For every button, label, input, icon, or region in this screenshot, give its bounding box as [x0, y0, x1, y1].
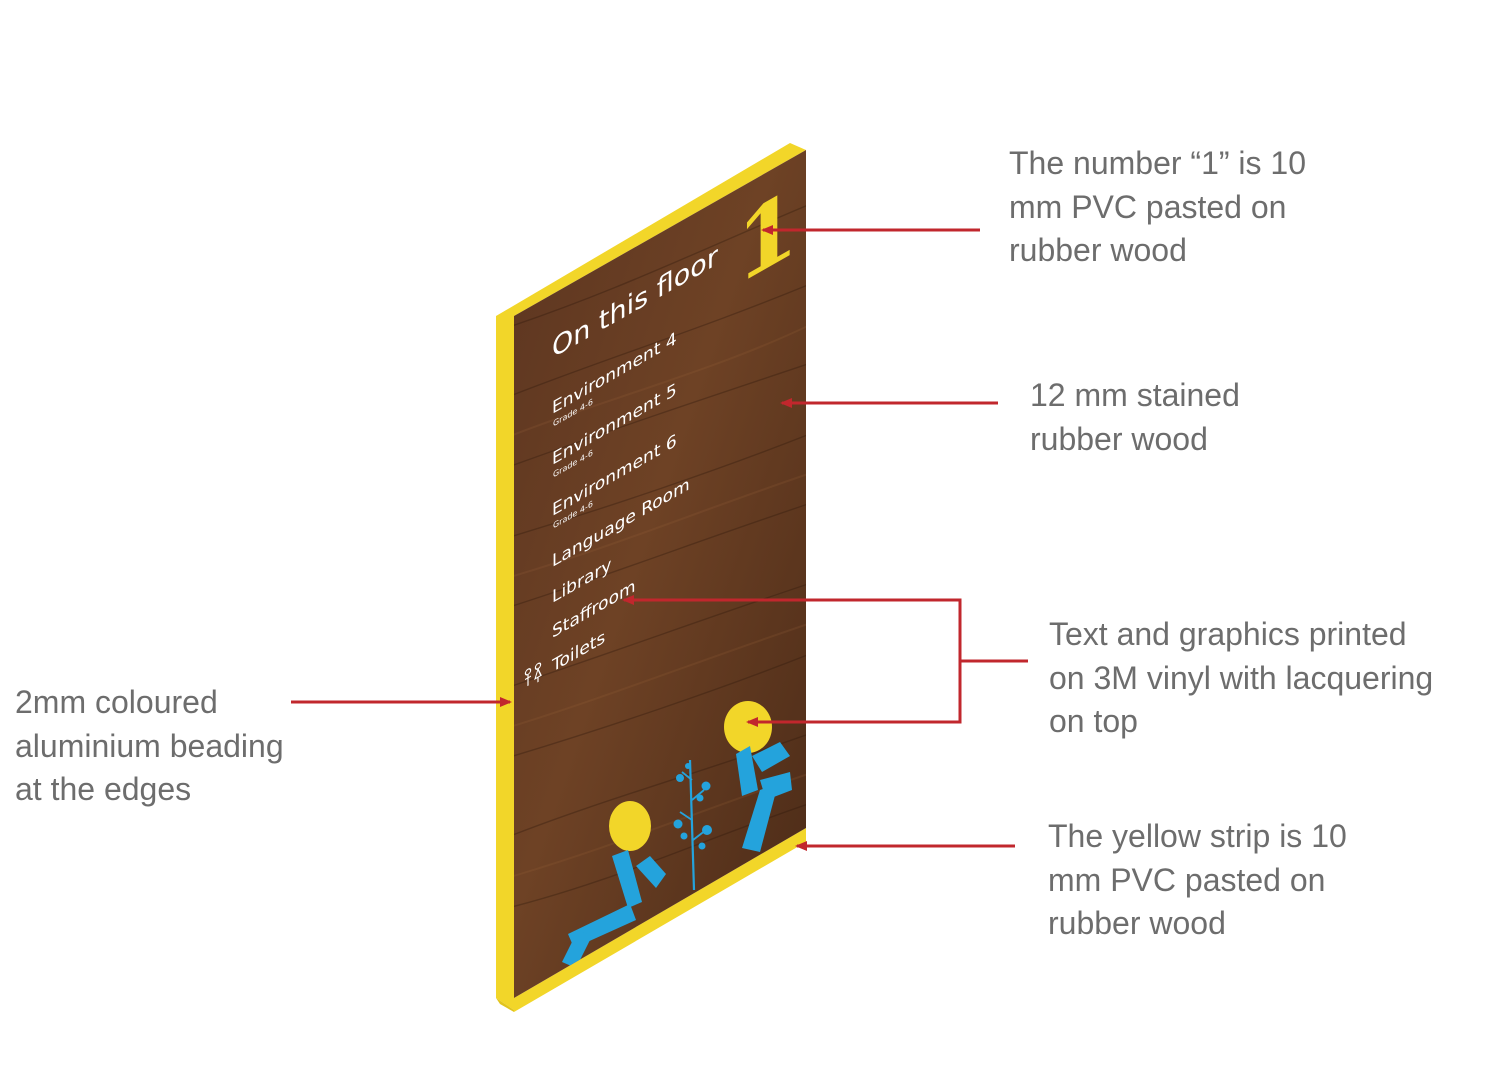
callout-line: on top	[1049, 703, 1138, 739]
callout-line: 2mm coloured	[15, 684, 218, 720]
callout-beading: 2mm coloured aluminium beading at the ed…	[15, 681, 284, 812]
callout-line: mm PVC pasted on	[1048, 861, 1326, 898]
child-figure-icon	[724, 701, 792, 852]
callout-line: aluminium beading	[15, 727, 284, 764]
aluminium-beading	[496, 143, 806, 1012]
callout-line: mm PVC pasted on	[1009, 188, 1287, 225]
callout-line: on 3M vinyl with lacquering	[1049, 659, 1434, 696]
toilet-icon	[524, 662, 542, 687]
callout-line: at the edges	[15, 771, 192, 807]
callout-strip: The yellow strip is 10 mm PVC pasted on …	[1048, 815, 1347, 946]
callout-line: rubber wood	[1009, 232, 1187, 268]
callout-line: Text and graphics printed	[1049, 616, 1407, 652]
wood-panel	[514, 150, 806, 998]
arrow-vinyl-text	[622, 595, 1028, 663]
callout-vinyl: Text and graphics printed on 3M vinyl wi…	[1049, 613, 1433, 744]
callout-number: The number “1” is 10 mm PVC pasted on ru…	[1009, 142, 1306, 273]
callout-line: rubber wood	[1030, 420, 1208, 457]
plant-icon	[673, 759, 712, 891]
callout-line: 12 mm stained	[1030, 377, 1240, 413]
arrow-vinyl-graphic	[746, 661, 962, 727]
callout-line: rubber wood	[1048, 905, 1226, 941]
child-figure-icon	[562, 801, 666, 968]
leader-lines	[291, 225, 1028, 851]
callout-line: The yellow strip is 10	[1048, 818, 1347, 854]
callout-line: The number “1” is 10	[1009, 145, 1307, 181]
callout-wood: 12 mm stained rubber wood	[1030, 374, 1240, 461]
